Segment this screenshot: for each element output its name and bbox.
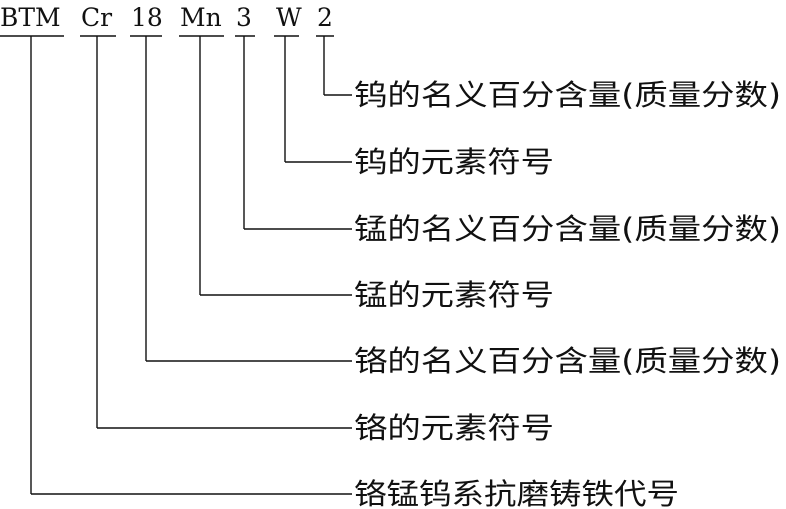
code-part-3: 3	[236, 3, 252, 32]
label-w-symbol: 钨的元素符号	[354, 145, 554, 179]
code-part-cr: Cr	[81, 3, 112, 32]
label-cr-symbol: 铬的元素符号	[354, 411, 554, 445]
code-part-2: 2	[317, 3, 333, 32]
label-btm-code: 铬锰钨系抗磨铸铁代号	[354, 477, 679, 509]
code-part-18: 18	[131, 3, 163, 32]
label-mn-content: 锰的名义百分含量(质量分数)	[354, 212, 781, 246]
label-w-content: 钨的名义百分含量(质量分数)	[354, 78, 781, 112]
label-mn-symbol: 锰的元素符号	[354, 278, 554, 312]
code-part-btm: BTM	[0, 3, 61, 32]
code-part-mn: Mn	[180, 3, 222, 32]
label-cr-content: 铬的名义百分含量(质量分数)	[354, 344, 781, 378]
code-part-w: W	[276, 3, 302, 32]
